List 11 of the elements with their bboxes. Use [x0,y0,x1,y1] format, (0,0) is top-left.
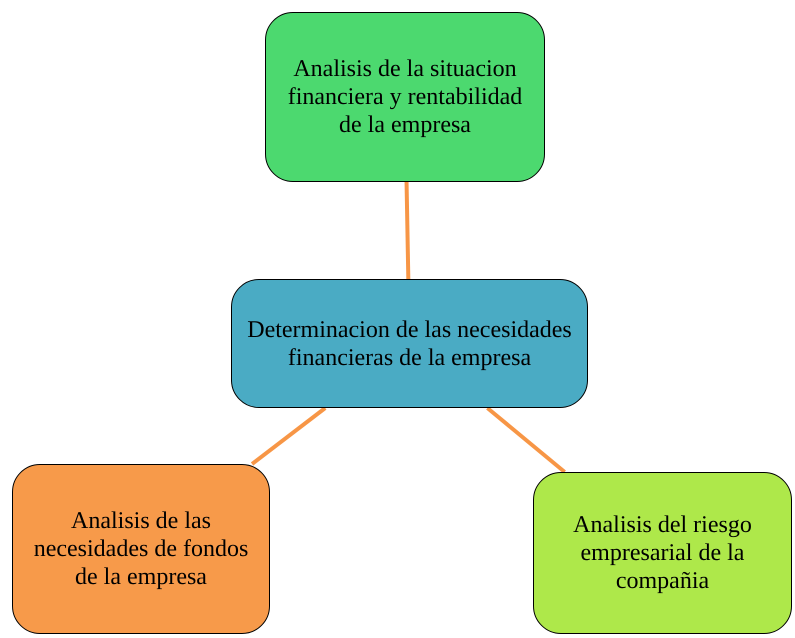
connector-line [250,406,326,466]
node-text: Analisis de la situacion financiera y rentabilidad de la empresa [286,55,524,139]
node-text: Analisis del riesgo empresarial de la compañia [572,511,753,595]
rounded-box [12,464,270,634]
node-text: Determinacion de las necesidades financieras de la empresa [246,316,573,372]
connector-line [404,182,410,280]
rounded-box [231,279,588,408]
node-text: Analisis de las necesidades de fondos de la empresa [32,507,250,591]
rounded-box [533,472,792,634]
connector-line [486,406,566,474]
rounded-box [265,12,545,182]
